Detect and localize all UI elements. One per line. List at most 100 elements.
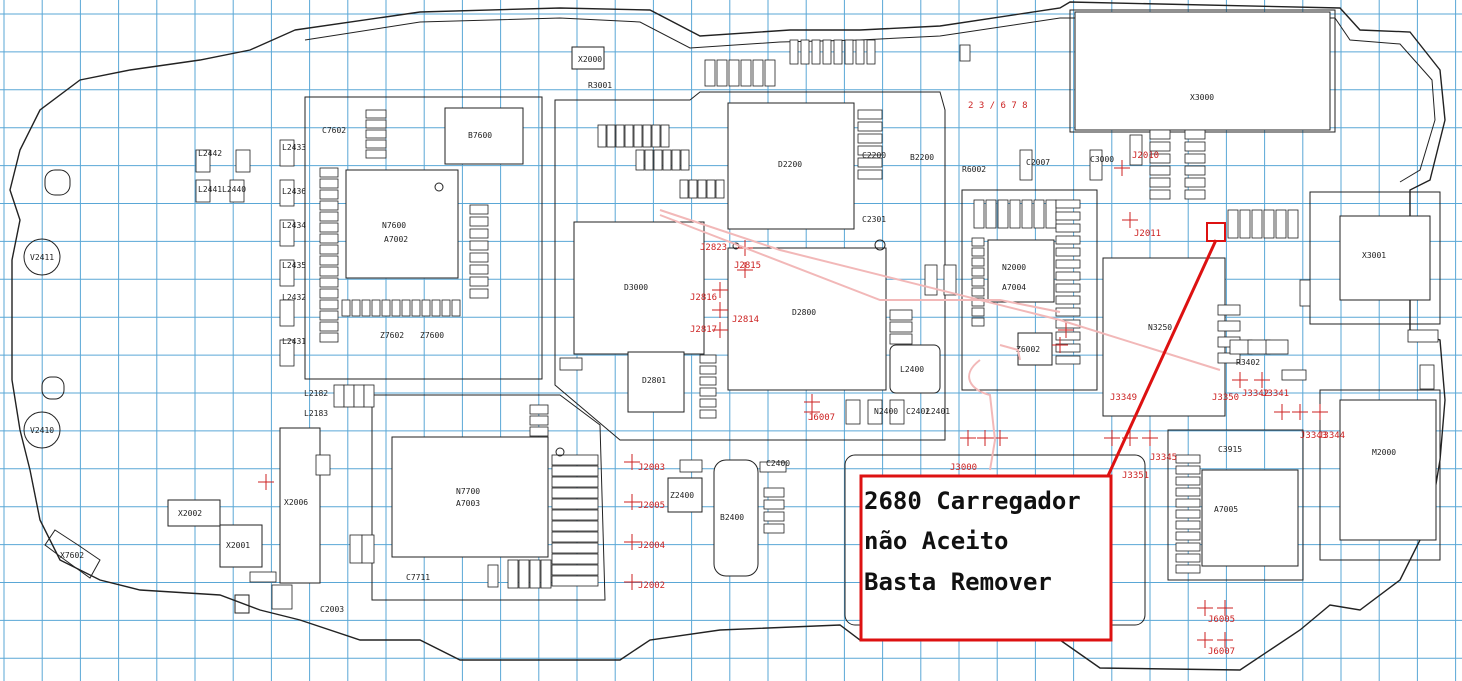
smd-part [351,299,361,317]
smd-part [319,332,339,343]
smd-part [353,384,365,408]
label-l2183: L2183 [304,409,328,418]
smd-part [361,299,371,317]
smd-part [1021,199,1033,229]
shield-far-right [1167,429,1304,581]
smd-part [279,339,295,367]
smd-part [1175,520,1201,530]
smd-part [651,124,661,148]
smd-part [1184,165,1206,176]
smd-part [469,252,489,263]
smd-part [971,287,985,297]
smd-part [1175,531,1201,541]
label-c7711: C7711 [406,573,430,582]
smd-part [699,365,717,375]
smd-part [1129,134,1143,166]
smd-part [469,216,489,227]
smd-part [371,299,381,317]
smd-part [971,247,985,257]
smd-part [279,259,295,287]
smd-part [635,149,645,171]
label-c2200: C2200 [862,151,886,160]
smd-part [971,307,985,317]
smd-part [343,384,355,408]
component-labels: X2000 N7600 A7002 B7600 Z7602 Z7600 N770… [30,55,1396,614]
label-d2800: D2800 [792,308,816,317]
smd-part [959,44,971,62]
smd-part [279,299,295,327]
note-line-2: não Aceito [864,527,1009,555]
label-j6007b: J6007 [808,413,835,423]
smd-part [551,487,599,499]
smd-part [1175,542,1201,552]
label-l2433: L2433 [282,143,306,152]
smd-part [997,199,1009,229]
label-x2006: X2006 [284,498,308,507]
label-l2431: L2431 [282,337,306,346]
smd-part [1009,199,1021,229]
label-z7602: Z7602 [380,331,404,340]
label-b7600: B7600 [468,131,492,140]
label-j3349: J3349 [1110,393,1137,403]
smd-part [319,189,339,200]
label-x3001: X3001 [1362,251,1386,260]
label-l2400: L2400 [900,365,924,374]
smd-part [1055,199,1081,209]
label-c3000: C3000 [1090,155,1114,164]
smd-part [1149,177,1171,188]
smd-part [271,584,293,610]
smd-part [1239,209,1251,239]
smd-part [1055,235,1081,245]
smd-part [759,461,787,473]
smd-part [680,149,690,171]
label-j3342: J3342 [1242,389,1269,399]
smd-part [752,59,764,87]
smd-part [642,124,652,148]
highlight-arrow-line [1105,239,1218,479]
label-l2442: L2442 [198,149,222,158]
smd-part [469,240,489,251]
smd-part [195,149,211,173]
smd-part [833,39,843,65]
smd-part [1175,476,1201,486]
label-a7004: A7004 [1002,283,1026,292]
label-j2010: J2010 [1132,151,1159,161]
smd-part [866,39,876,65]
label-j2823: J2823 [700,243,727,253]
label-j3344: J3344 [1318,431,1345,441]
smd-part [763,523,785,534]
smd-part [391,299,401,317]
smd-part [1217,320,1241,332]
label-r3001: R3001 [588,81,612,90]
smd-part [715,179,725,199]
smd-part [728,59,740,87]
smd-part [653,149,663,171]
smd-part [699,387,717,397]
label-l2440: L2440 [222,185,246,194]
smd-part [551,564,599,576]
smd-part [1184,189,1206,200]
smd-part [889,399,905,425]
smd-part [507,559,519,589]
label-r6002: R6002 [962,165,986,174]
smd-part [551,454,599,466]
smd-part [1055,295,1081,305]
smd-part [1263,209,1275,239]
smd-part [1184,177,1206,188]
label-z6002: Z6002 [1016,345,1040,354]
smd-part [469,288,489,299]
label-j3345: J3345 [1150,453,1177,463]
smd-part [1275,209,1287,239]
smd-part [679,459,703,473]
smd-part [1227,209,1239,239]
smd-part [811,39,821,65]
smd-part [1149,165,1171,176]
smd-part [1055,331,1081,341]
smd-part [365,149,387,159]
smd-part [1045,199,1057,229]
smd-part [401,299,411,317]
smd-part [431,299,441,317]
smd-part [699,354,717,364]
label-l2401: L2401 [926,407,950,416]
label-j2815: J2815 [734,261,761,271]
